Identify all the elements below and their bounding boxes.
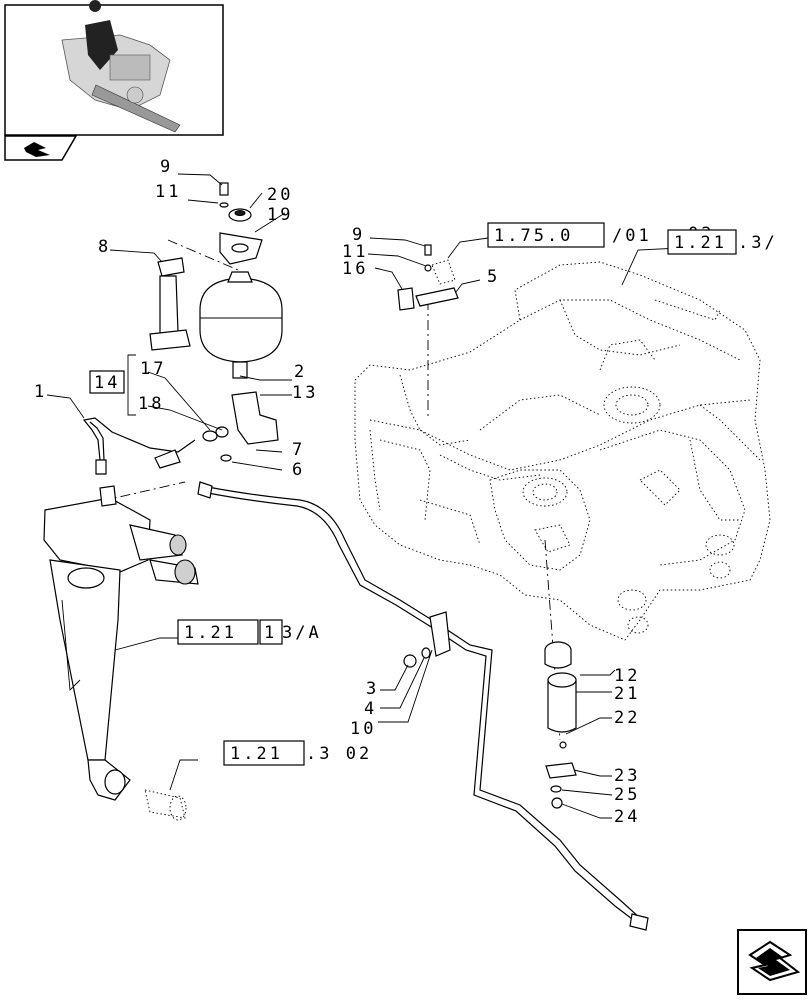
screw	[551, 797, 563, 809]
svg-text:1.21: 1.21	[674, 233, 727, 253]
plate	[545, 762, 577, 779]
svg-text:/01: /01	[612, 226, 652, 246]
cross-reference-1-21-3-pin[interactable]: 1.21 .3 02	[223, 740, 372, 766]
assembly-thumbnail-icon[interactable]	[4, 0, 224, 136]
callout-18: 18	[138, 394, 164, 414]
bushing	[544, 641, 572, 669]
group-bracket	[127, 354, 136, 416]
callout-6: 6	[292, 460, 305, 480]
callout-9: 9	[160, 157, 173, 177]
callout-23: 23	[614, 766, 640, 786]
callout-7: 7	[292, 440, 305, 460]
svg-text:1: 1	[264, 623, 277, 643]
front-support-casting	[354, 261, 771, 641]
callout-3: 3	[366, 679, 379, 699]
callout-1: 1	[34, 382, 47, 402]
svg-text:3/A: 3/A	[282, 623, 322, 643]
callout-5: 5	[487, 267, 500, 287]
svg-text:1.21: 1.21	[184, 623, 237, 643]
leader-lines	[46, 173, 681, 819]
accumulator	[199, 271, 283, 379]
callout-11-right: 11	[342, 242, 368, 262]
callout-4: 4	[364, 699, 377, 719]
assembly-guide-line	[167, 239, 239, 271]
cross-reference-1-75-0[interactable]: 1.75.0 /01	[487, 222, 652, 248]
rubber-block	[547, 672, 577, 733]
valve-block-bracket	[202, 391, 279, 462]
callout-17: 17	[140, 359, 166, 379]
svg-text:1.21: 1.21	[230, 744, 283, 764]
callout-20: 20	[267, 185, 293, 205]
callout-10: 10	[350, 719, 376, 739]
next-page-arrow-icon[interactable]	[737, 929, 807, 995]
svg-text:1.75.0: 1.75.0	[494, 226, 573, 246]
callout-9-right: 9	[352, 225, 365, 245]
long-hose	[197, 481, 649, 931]
callout-19: 19	[267, 205, 293, 225]
cross-reference-1-21-3-top[interactable]: 02 1.21 .3/	[667, 224, 778, 255]
sensor-bracket	[397, 244, 459, 311]
clamp-bracket	[219, 182, 263, 265]
callout-2: 2	[294, 362, 307, 382]
cross-reference-1-21-cylinder[interactable]: 1.21 1 3/A	[177, 619, 322, 645]
callout-14-box	[89, 370, 125, 394]
callout-24: 24	[614, 807, 640, 827]
pin	[144, 789, 187, 821]
hose-clip	[403, 611, 451, 668]
catalog-back-arrow-icon[interactable]	[4, 135, 78, 161]
callout-14: 14	[94, 373, 120, 393]
svg-text:.3 02: .3 02	[306, 744, 372, 764]
washer	[550, 785, 562, 793]
svg-text:.3/: .3/	[738, 233, 778, 253]
callout-25: 25	[614, 785, 640, 805]
callout-8: 8	[98, 237, 111, 257]
callout-11: 11	[155, 182, 181, 202]
pipe	[82, 417, 196, 475]
callout-12: 12	[614, 666, 640, 686]
hydraulic-cylinder	[43, 485, 199, 801]
nut	[559, 741, 567, 749]
callout-16: 16	[342, 259, 368, 279]
callout-13: 13	[292, 383, 318, 403]
callout-21: 21	[614, 684, 640, 704]
mounting-bracket	[149, 257, 191, 351]
callout-22: 22	[614, 708, 640, 728]
